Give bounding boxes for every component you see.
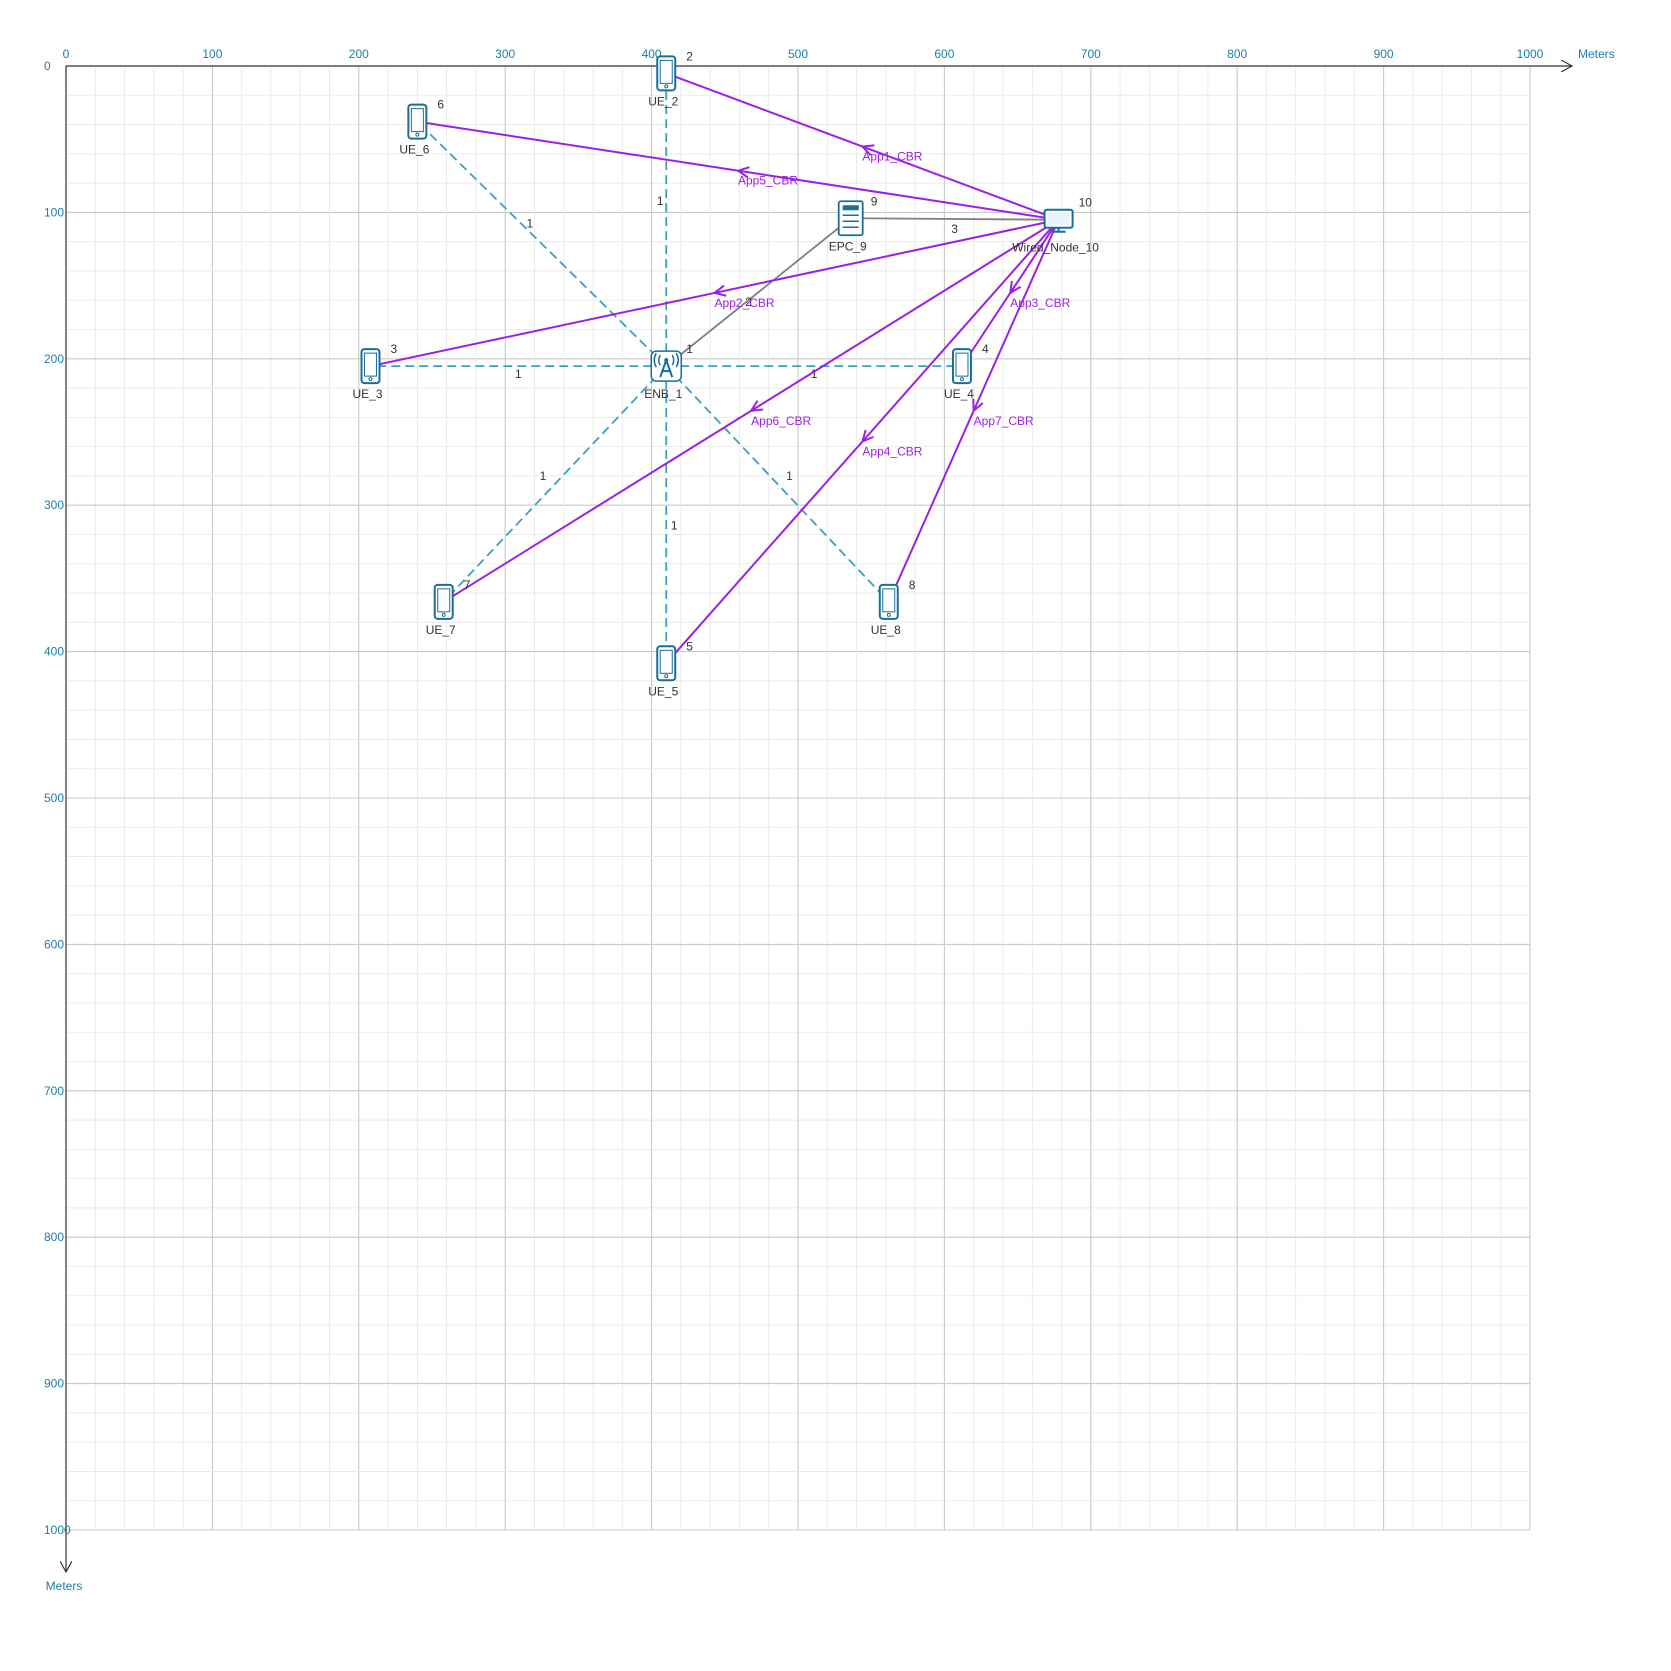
flow-arrowhead bbox=[712, 284, 727, 297]
x-axis-unit: Meters bbox=[1578, 47, 1615, 61]
wired-link[interactable] bbox=[850, 217, 1059, 221]
link-label: 2 bbox=[745, 295, 752, 309]
y-tick-label: 600 bbox=[44, 937, 64, 951]
link-label: 1 bbox=[526, 217, 533, 231]
y-axis-unit: Meters bbox=[46, 1579, 83, 1593]
server-icon bbox=[837, 200, 864, 237]
x-tick-label: 800 bbox=[1227, 47, 1247, 61]
node-name-label: UE_6 bbox=[399, 143, 429, 157]
phone-icon bbox=[433, 583, 454, 620]
application-label[interactable]: App4_CBR bbox=[862, 445, 922, 459]
link-label: 1 bbox=[811, 367, 818, 381]
phone-icon bbox=[878, 583, 899, 620]
x-tick-label: 300 bbox=[495, 47, 515, 61]
node-id-label: 10 bbox=[1079, 196, 1093, 210]
y-tick-label: 700 bbox=[44, 1084, 64, 1098]
x-tick-label: 0 bbox=[63, 47, 70, 61]
computer-icon bbox=[1043, 208, 1074, 233]
x-tick-label: 200 bbox=[349, 47, 369, 61]
axes: 0 100 200 300 400 500 600 700 800 900 1000 0 100 200 3… bbox=[44, 47, 1615, 1593]
node-name-label: EPC_9 bbox=[829, 239, 867, 253]
phone-icon bbox=[951, 348, 972, 385]
link-label: 1 bbox=[657, 194, 664, 208]
phone-icon bbox=[360, 348, 381, 385]
y-tick-label: 200 bbox=[44, 352, 64, 366]
y-tick-label: 400 bbox=[44, 645, 64, 659]
link-label: 1 bbox=[786, 469, 793, 483]
node-name-label: UE_2 bbox=[648, 94, 678, 108]
wireless-link[interactable] bbox=[443, 365, 667, 603]
node-ue-6[interactable]: 6UE_6 bbox=[399, 98, 444, 157]
node-name-label: ENB_1 bbox=[644, 387, 682, 401]
x-tick-label: 600 bbox=[934, 47, 954, 61]
y-tick-label: 0 bbox=[44, 59, 51, 73]
phone-icon bbox=[656, 645, 677, 682]
flow-arrowhead bbox=[860, 429, 874, 444]
node-id-label: 4 bbox=[982, 342, 989, 356]
y-tick-label: 500 bbox=[44, 791, 64, 805]
node-name-label: UE_8 bbox=[871, 623, 901, 637]
node-id-label: 5 bbox=[686, 639, 693, 653]
node-id-label: 6 bbox=[437, 98, 444, 112]
phone-icon bbox=[656, 55, 677, 92]
x-tick-label: 100 bbox=[202, 47, 222, 61]
node-id-label: 2 bbox=[686, 49, 693, 63]
node-name-label: UE_3 bbox=[352, 387, 382, 401]
application-label[interactable]: App2_CBR bbox=[715, 296, 775, 310]
node-id-label: 8 bbox=[909, 578, 916, 592]
flow-arrowhead bbox=[1009, 280, 1022, 295]
y-tick-label: 1000 bbox=[44, 1523, 71, 1537]
x-tick-label: 500 bbox=[788, 47, 808, 61]
flow-arrowhead bbox=[860, 144, 875, 156]
y-tick-label: 800 bbox=[44, 1230, 64, 1244]
node-id-label: 1 bbox=[686, 342, 693, 356]
node-ue-2[interactable]: 2UE_2 bbox=[648, 49, 693, 108]
node-ue-5[interactable]: 5UE_5 bbox=[648, 639, 693, 698]
x-tick-label: 1000 bbox=[1517, 47, 1544, 61]
phone-icon bbox=[407, 103, 428, 140]
node-ue-8[interactable]: 8UE_8 bbox=[871, 578, 916, 637]
application-label[interactable]: App1_CBR bbox=[862, 150, 922, 164]
wired-link[interactable] bbox=[665, 217, 852, 367]
grid bbox=[65, 65, 1531, 1531]
flow-arrowhead bbox=[749, 400, 764, 412]
links: 1 1 1 1 1 1 1 2 3 bbox=[370, 73, 1059, 664]
y-tick-label: 100 bbox=[44, 205, 64, 219]
application-label[interactable]: App3_CBR bbox=[1010, 296, 1070, 310]
wireless-link[interactable] bbox=[665, 365, 890, 603]
node-id-label: 7 bbox=[464, 578, 471, 592]
node-id-label: 3 bbox=[391, 342, 398, 356]
node-ue-4[interactable]: 4UE_4 bbox=[944, 342, 989, 401]
node-ue-7[interactable]: 7UE_7 bbox=[426, 578, 471, 637]
x-tick-label: 900 bbox=[1374, 47, 1394, 61]
application-label[interactable]: App6_CBR bbox=[751, 414, 811, 428]
node-name-label: UE_5 bbox=[648, 684, 678, 698]
node-ue-3[interactable]: 3UE_3 bbox=[352, 342, 397, 401]
application-label[interactable]: App7_CBR bbox=[974, 414, 1034, 428]
node-name-label: UE_7 bbox=[426, 623, 456, 637]
nodes: 1ENB_12UE_23UE_34UE_45UE_56UE_67UE_78UE_… bbox=[352, 49, 1099, 698]
x-tick-label: 700 bbox=[1081, 47, 1101, 61]
link-label: 1 bbox=[515, 367, 522, 381]
applications: App1_CBR App2_CBR App3_CBR App4_CBR App5_CBR… bbox=[370, 72, 1071, 664]
link-label: 1 bbox=[540, 469, 547, 483]
flow-arrowhead bbox=[972, 398, 984, 413]
link-label: 3 bbox=[951, 222, 958, 236]
y-tick-label: 900 bbox=[44, 1377, 64, 1391]
node-name-label: UE_4 bbox=[944, 387, 974, 401]
y-tick-label: 300 bbox=[44, 498, 64, 512]
wireless-link[interactable] bbox=[416, 120, 667, 367]
node-name-label: Wired_Node_10 bbox=[1012, 241, 1099, 255]
link-label: 1 bbox=[671, 519, 678, 533]
cell-tower-icon bbox=[650, 350, 682, 382]
flow-arrowhead bbox=[735, 166, 750, 179]
node-id-label: 9 bbox=[871, 194, 878, 208]
application-label[interactable]: App5_CBR bbox=[738, 174, 798, 188]
